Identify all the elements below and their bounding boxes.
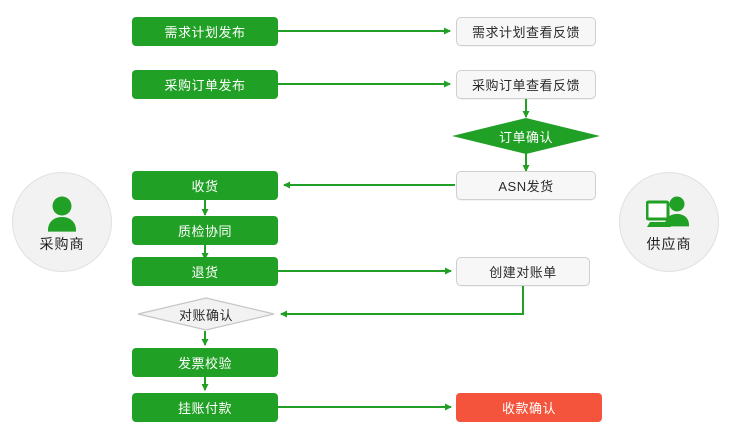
- node-payment-confirm[interactable]: 收款确认: [456, 393, 602, 422]
- node-order-confirm[interactable]: 订单确认: [452, 118, 600, 154]
- node-quality-collab[interactable]: 质检协同: [132, 216, 278, 245]
- actor-supplier-label: 供应商: [646, 235, 692, 252]
- person-icon: [39, 191, 85, 233]
- node-invoice-check[interactable]: 发票校验: [132, 348, 278, 377]
- person-with-computer-icon: [646, 191, 692, 233]
- node-statement-confirm[interactable]: 对账确认: [137, 297, 275, 331]
- node-po-feedback[interactable]: 采购订单查看反馈: [456, 70, 596, 99]
- node-demand-plan-feedback[interactable]: 需求计划查看反馈: [456, 17, 596, 46]
- node-demand-plan-publish[interactable]: 需求计划发布: [132, 17, 278, 46]
- actor-buyer-label: 采购商: [39, 235, 85, 252]
- actor-supplier[interactable]: 供应商: [619, 172, 719, 272]
- node-order-confirm-label: 订单确认: [498, 129, 553, 145]
- node-statement-confirm-label: 对账确认: [178, 307, 233, 323]
- node-create-statement[interactable]: 创建对账单: [456, 257, 590, 286]
- node-po-publish[interactable]: 采购订单发布: [132, 70, 278, 99]
- node-asn-ship[interactable]: ASN发货: [456, 171, 596, 200]
- node-return-goods[interactable]: 退货: [132, 257, 278, 286]
- node-receive-goods[interactable]: 收货: [132, 171, 278, 200]
- node-pending-payment[interactable]: 挂账付款: [132, 393, 278, 422]
- actor-buyer[interactable]: 采购商: [12, 172, 112, 272]
- edge-statement-to-confirm: [280, 286, 524, 318]
